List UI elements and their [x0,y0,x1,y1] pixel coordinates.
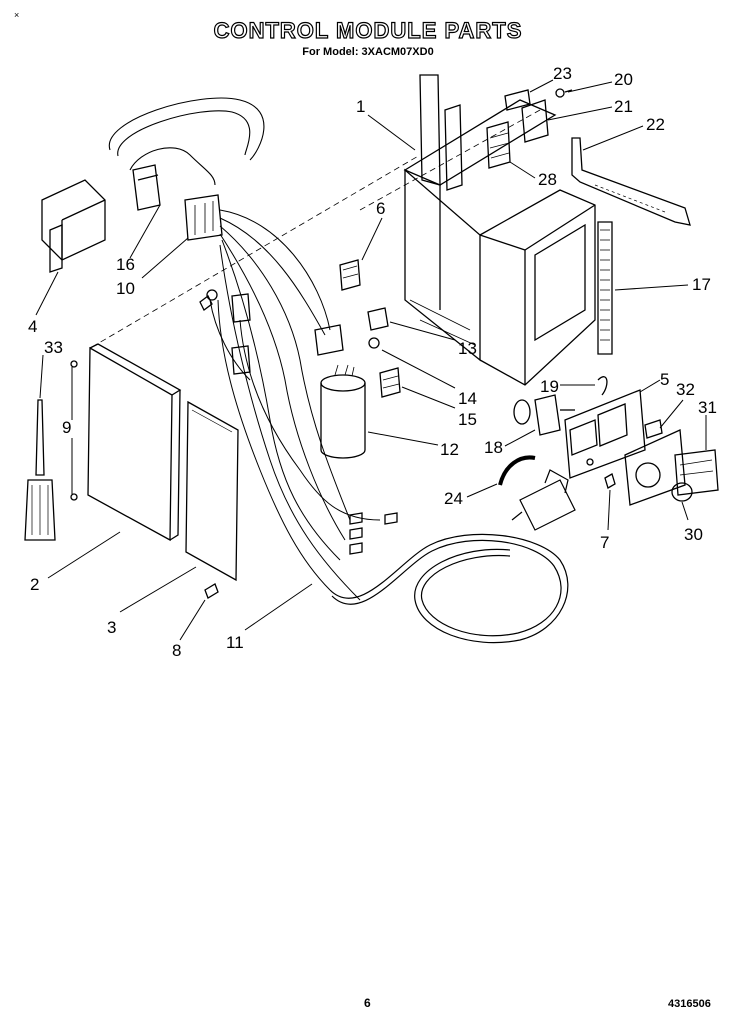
callout-19: 19 [540,377,559,396]
wire-harness-main [209,209,381,601]
screws [70,295,616,599]
harness-connectors [206,289,344,375]
callout-30: 30 [684,525,703,544]
drain-tube [498,455,536,486]
document-number: 4316506 [668,998,711,1010]
power-cord [329,469,576,644]
small-grille-6 [339,259,361,291]
mounting-rail [571,137,691,226]
control-plate [564,389,646,479]
page-number: 6 [364,996,371,1010]
thermostat-assembly [624,419,719,506]
callout-15: 15 [458,410,477,429]
callout-22: 22 [646,115,665,134]
corner-bracket [41,179,106,273]
callout-3: 3 [107,618,116,637]
wire-terminals [349,512,398,555]
callout-28: 28 [538,170,557,189]
callout-2: 2 [30,575,39,594]
callout-21: 21 [614,97,633,116]
callout-1: 1 [356,97,365,116]
callout-5: 5 [660,370,669,389]
callout-labels: 1 2 3 4 5 6 7 8 9 10 11 12 13 14 15 16 1… [28,64,717,660]
callout-4: 4 [28,317,37,336]
control-housing [403,74,596,386]
small-fasteners [367,307,401,398]
callout-9: 9 [62,418,71,437]
callout-24: 24 [444,489,463,508]
callout-6: 6 [376,199,385,218]
run-capacitor [320,364,366,459]
callout-31: 31 [698,398,717,417]
callout-13: 13 [458,339,477,358]
wiring-connector [184,194,223,241]
callout-23: 23 [553,64,572,83]
front-panel [87,343,182,542]
callout-33: 33 [44,338,63,357]
terminal-block [132,164,161,211]
wire-harness-upper [108,97,265,186]
vertical-grille [597,221,613,355]
relay-bracket [504,88,573,143]
callout-7: 7 [600,533,609,552]
callout-11: 11 [226,633,244,652]
model-subtitle: For Model: 3XACM07XD0 [302,46,434,58]
callout-17: 17 [692,275,711,294]
rotary-switch [513,394,575,436]
callout-8: 8 [172,641,181,660]
page-title: CONTROL MODULE PARTS [213,17,523,43]
callout-12: 12 [440,440,459,459]
callout-32: 32 [676,380,695,399]
jumper-wire [597,376,608,396]
callout-18: 18 [484,438,503,457]
back-panel [185,400,239,582]
assembly-guide-lines [91,109,541,348]
callout-14: 14 [458,389,477,408]
screwdriver [24,399,56,541]
callout-20: 20 [614,70,633,89]
callout-10: 10 [116,279,135,298]
corner-mark: × [14,10,20,20]
leader-lines [35,79,707,641]
callout-16: 16 [116,255,135,274]
